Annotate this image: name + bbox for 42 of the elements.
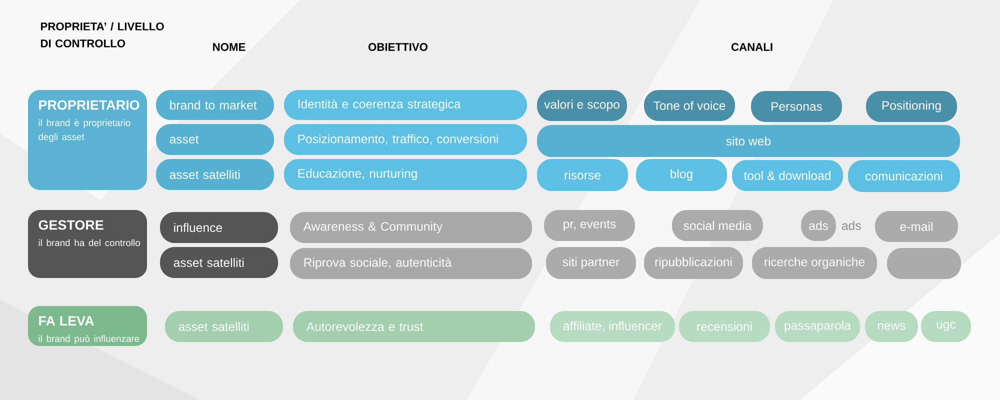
channel-pill: comunicazioni (848, 160, 960, 192)
beside-text: ads (842, 220, 861, 230)
channel-pill: news (865, 311, 918, 342)
name-pill: asset satelliti (156, 159, 274, 190)
name-pill: asset satelliti (165, 311, 283, 342)
channel-pill: recensioni (679, 311, 770, 342)
channel-pill: ricerche organiche (752, 247, 877, 279)
channel-pill: tool & download (732, 160, 843, 191)
channel-pill: Tone of voice (644, 90, 735, 121)
channel-pill: social media (672, 210, 763, 241)
channel-pill: siti partner (546, 247, 636, 279)
channel-pill: Personas (751, 91, 842, 122)
channel-pill: passaparola (775, 311, 860, 342)
column-header: CANALI (731, 43, 772, 51)
column-header: OBIETTIVO (368, 43, 428, 51)
level-card: GESTORE il brand ha del controllo (28, 210, 147, 278)
channel-pill: blog (636, 159, 727, 191)
goal-pill: Autorevolezza e trust (293, 311, 535, 342)
goal-pill: Identità e coerenza strategica (284, 90, 527, 120)
channel-pill: risorse (537, 159, 628, 191)
goal-pill: Educazione, nurturing (284, 159, 527, 190)
channel-pill: valori e scopo (537, 90, 627, 121)
channel-pill (887, 248, 961, 279)
level-card: PROPRIETARIO il brand è proprietario degli asset (28, 90, 147, 190)
goal-pill: Awareness & Community (290, 212, 532, 243)
channel-pill: ads (801, 210, 836, 241)
channel-pill: pr, events (544, 210, 635, 241)
channel-pill: Positioning (866, 91, 957, 122)
name-pill: asset (156, 124, 274, 155)
column-header: PROPRIETA’ / LIVELLO DI CONTROLLO (41, 22, 164, 48)
goal-pill: Posizionamento, traffico, conversioni (284, 124, 527, 155)
channel-pill: e-mail (875, 211, 958, 242)
channel-pill: ripubblicazioni (644, 247, 743, 279)
goal-pill: Riprova sociale, autenticità (290, 248, 532, 279)
column-header: NOME (213, 43, 246, 51)
channel-pill: affiliate, influencer (550, 311, 675, 342)
name-pill: brand to market (156, 90, 274, 120)
name-pill: asset satelliti (160, 247, 278, 278)
level-card: FA LEVA il brand può influenzare (28, 306, 147, 346)
channel-bar: sito web (537, 125, 960, 157)
name-pill: influence (160, 212, 278, 243)
channel-pill: ugc (921, 311, 971, 342)
